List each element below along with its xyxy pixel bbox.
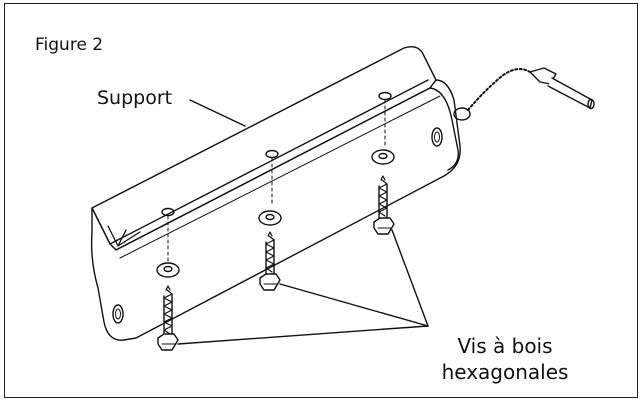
screw-middle [259,231,281,291]
bracket-fold-line [109,79,429,245]
figure-label: Figure 2 [35,35,104,55]
bracket-right-hole [431,127,443,147]
bracket-arrow-mark [107,225,141,247]
washer-middle [258,210,282,226]
bracket-fold-line-2 [119,95,441,259]
screw-leader-right [391,229,429,327]
support-leader-line [189,99,246,127]
washer-left [156,262,180,278]
screws-callout-line2: hexagonales [441,360,569,384]
screw-leader-middle [279,283,429,327]
screw-right [373,175,395,235]
support-callout: Support [97,87,173,109]
bracket-right-tab [429,87,459,171]
screw-left [157,285,179,351]
bracket-base-plate [90,79,461,341]
screws-callout: Vis à bois hexagonales [420,333,590,385]
screw-leader-left [177,325,429,345]
bracket-left-hole [112,304,124,324]
washer-right [371,149,395,165]
screws-callout-line1: Vis à bois [457,334,553,358]
retaining-pin [453,67,595,121]
